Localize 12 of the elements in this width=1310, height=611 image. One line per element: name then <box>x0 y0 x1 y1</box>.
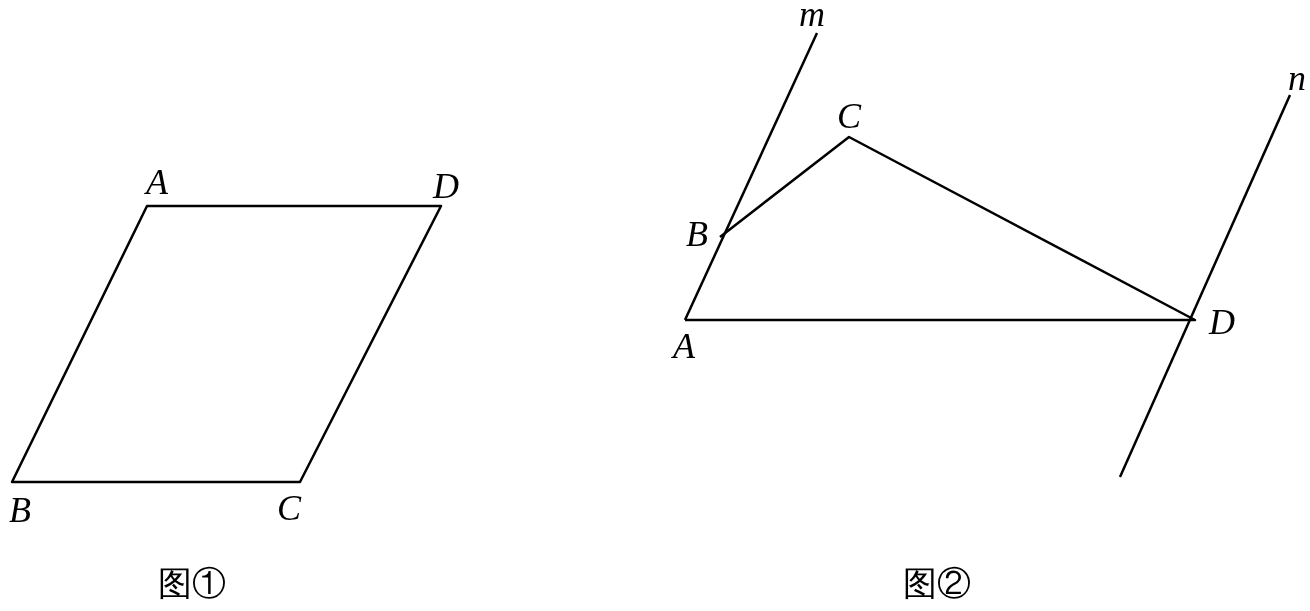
point-label: A <box>673 328 695 364</box>
point-label: A <box>146 164 168 200</box>
point-label: B <box>9 492 31 528</box>
line-label: m <box>799 0 825 32</box>
point-label: D <box>433 168 459 204</box>
line-label: n <box>1288 60 1306 96</box>
point-label: D <box>1209 304 1235 340</box>
point-label: B <box>686 216 708 252</box>
figure-caption: 图① <box>158 566 226 600</box>
point-label: C <box>277 490 301 526</box>
point-label: C <box>837 98 861 134</box>
figure-caption: 图② <box>903 566 971 600</box>
